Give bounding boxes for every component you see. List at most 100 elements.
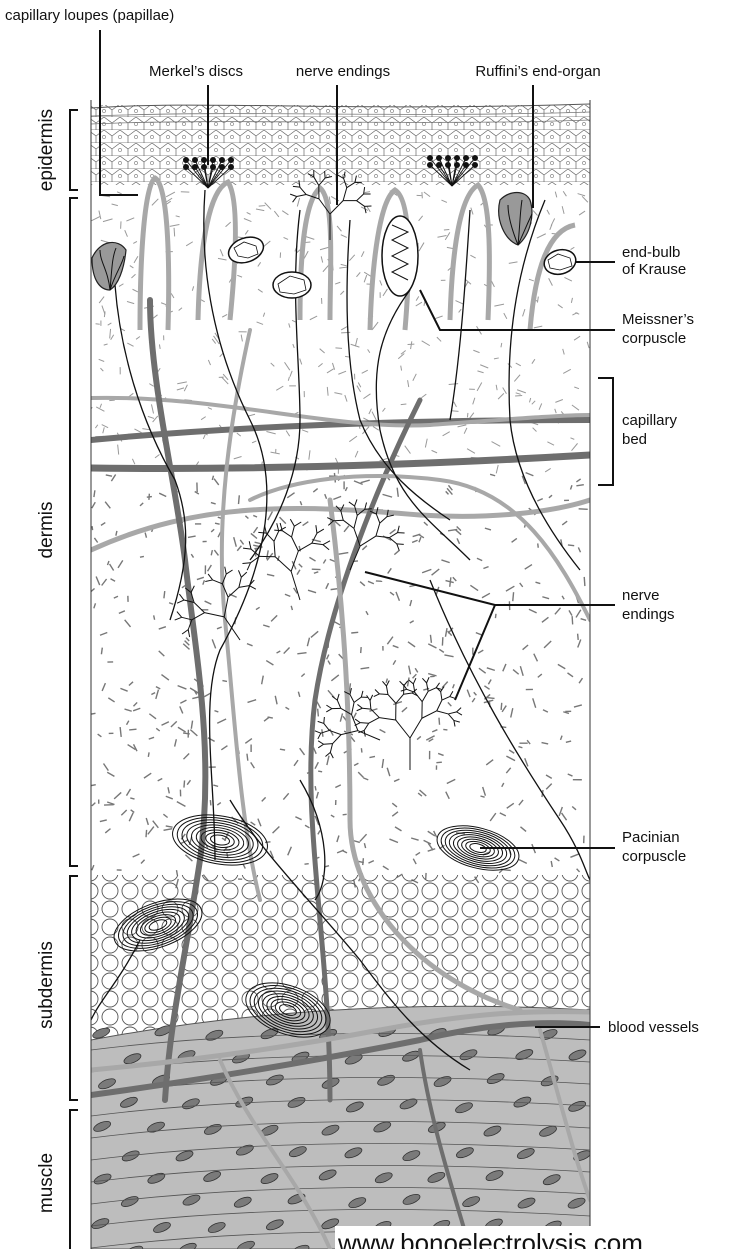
nerve-branch xyxy=(298,543,311,551)
fiber-stroke xyxy=(253,527,257,533)
nerve-branch xyxy=(448,714,454,721)
fiber-stroke xyxy=(529,609,537,613)
nerve-branch xyxy=(330,752,333,758)
fiber-stroke xyxy=(334,393,342,395)
fiber-stroke xyxy=(96,577,100,586)
fiber-stroke xyxy=(159,627,166,629)
fiber-stroke xyxy=(338,371,346,374)
fiber-stroke xyxy=(547,210,549,215)
fiber-stroke xyxy=(467,449,475,454)
fiber-stroke xyxy=(252,441,256,443)
merkel-disc xyxy=(445,155,451,161)
fiber-stroke xyxy=(570,485,571,489)
fiber-stroke xyxy=(408,380,409,387)
fiber-stroke xyxy=(413,674,417,678)
fiber-stroke xyxy=(386,679,387,683)
nerve-branch xyxy=(315,731,321,733)
fiber-stroke xyxy=(105,829,110,833)
fiber-stroke xyxy=(321,256,322,262)
nerve-branch xyxy=(326,705,331,709)
fiber-stroke xyxy=(192,286,193,290)
fiber-stroke xyxy=(162,722,169,726)
fiber-stroke xyxy=(214,550,218,555)
merkel-disc xyxy=(183,157,189,163)
nerve-branch xyxy=(370,695,373,701)
fiber-stroke xyxy=(297,653,306,654)
fiber-stroke xyxy=(263,313,264,317)
fiber-stroke xyxy=(355,451,358,457)
fiber-stroke xyxy=(383,494,393,497)
fiber-stroke xyxy=(506,768,510,773)
fiber-stroke xyxy=(131,810,135,813)
fiber-stroke xyxy=(112,204,118,206)
fiber-stroke xyxy=(337,836,339,842)
nerve-branch xyxy=(355,719,360,723)
nerve-branch xyxy=(205,580,212,582)
fiber-stroke xyxy=(525,565,532,570)
fiber-stroke xyxy=(333,496,341,499)
fiber-stroke xyxy=(251,762,255,768)
fiber-stroke xyxy=(454,402,457,407)
fiber-stroke xyxy=(256,209,264,211)
fiber-stroke xyxy=(562,521,567,525)
fiber-stroke xyxy=(372,322,378,330)
fiber-stroke xyxy=(148,416,154,418)
fiber-stroke xyxy=(126,789,130,796)
fiber-stroke xyxy=(506,586,514,591)
fiber-stroke xyxy=(211,550,212,555)
fiber-stroke xyxy=(578,547,580,552)
fiber-stroke xyxy=(129,729,136,730)
fiber-stroke xyxy=(208,738,215,742)
fiber-stroke xyxy=(516,363,521,366)
fiber-stroke xyxy=(331,589,338,590)
muscle-layer xyxy=(91,1006,593,1249)
merkel-disc xyxy=(445,162,451,168)
fiber-stroke xyxy=(341,327,347,330)
nerve-branch xyxy=(324,723,330,730)
fiber-stroke xyxy=(187,780,190,785)
fiber-stroke xyxy=(274,211,279,217)
fiber-stroke xyxy=(509,750,514,753)
fiber-stroke xyxy=(396,592,399,601)
fiber-stroke xyxy=(170,225,180,227)
fiber-stroke xyxy=(545,468,551,471)
nerve-branch xyxy=(457,708,461,712)
nerve-branch xyxy=(375,689,379,693)
fiber-stroke xyxy=(421,394,426,398)
layer-brackets xyxy=(70,110,78,1249)
fiber-stroke xyxy=(208,360,210,365)
nerve-branch xyxy=(177,600,184,603)
fiber-stroke xyxy=(299,564,302,567)
merkel-disc xyxy=(192,157,198,163)
fiber-stroke xyxy=(523,645,529,650)
label-nerve-endings-right-1: nerve xyxy=(622,587,660,604)
fiber-stroke xyxy=(258,289,263,292)
merkel-disc xyxy=(201,164,207,170)
fiber-stroke xyxy=(325,494,327,499)
fiber-stroke xyxy=(331,815,334,817)
fiber-stroke xyxy=(335,785,340,788)
nerve-branch xyxy=(225,567,226,574)
nerve-branch xyxy=(208,574,213,580)
fiber-stroke xyxy=(136,336,140,339)
nerve-branch xyxy=(397,544,404,545)
fiber-stroke xyxy=(152,199,158,206)
fiber-stroke xyxy=(140,503,143,506)
fiber-stroke xyxy=(164,591,165,598)
fiber-stroke xyxy=(184,385,187,391)
fiber-stroke xyxy=(327,756,329,765)
fiber-stroke xyxy=(258,262,261,266)
fiber-stroke xyxy=(476,633,482,635)
fiber-stroke xyxy=(130,266,134,268)
nerve-branch xyxy=(370,701,371,710)
fiber-stroke xyxy=(144,773,151,778)
fiber-stroke xyxy=(309,450,310,459)
fiber-stroke xyxy=(163,814,167,817)
fiber-stroke xyxy=(175,739,177,746)
fiber-stroke xyxy=(419,243,424,252)
fiber-stroke xyxy=(494,358,499,359)
nerve-branch xyxy=(371,709,379,718)
fiber-stroke xyxy=(151,693,155,695)
fiber-stroke xyxy=(452,411,459,412)
